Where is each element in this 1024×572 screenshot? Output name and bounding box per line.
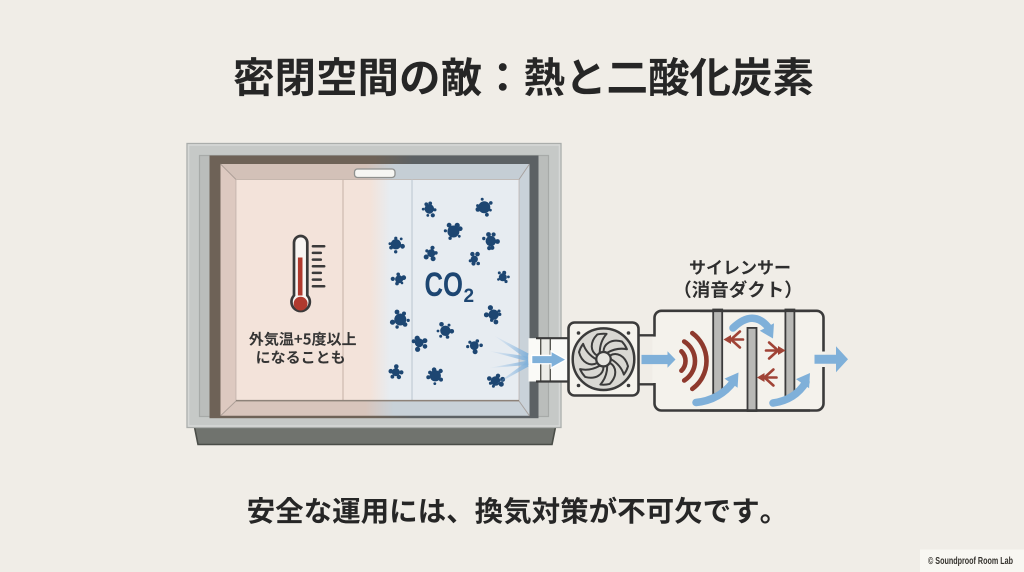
svg-text:2: 2 — [464, 286, 475, 307]
svg-text:© Soundproof Room Lab: © Soundproof Room Lab — [928, 555, 1013, 567]
svg-text:CO: CO — [425, 266, 464, 304]
